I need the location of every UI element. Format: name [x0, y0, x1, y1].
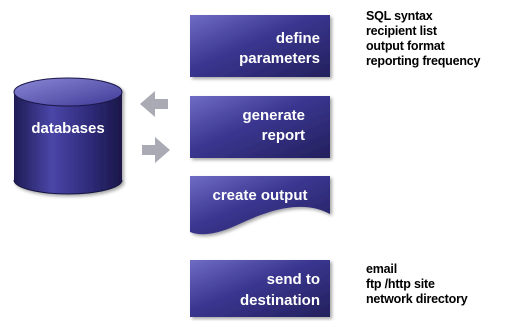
arrow-right-icon: [142, 137, 170, 163]
note-recipient-list: recipient list: [366, 24, 437, 38]
note-sql-syntax: SQL syntax: [366, 9, 433, 23]
step-send-to-destination-line1: send to: [267, 271, 320, 288]
note-email: email: [366, 262, 397, 276]
parameter-notes: SQL syntax recipient list output format …: [366, 9, 480, 69]
step-generate-report-line2: report: [262, 127, 305, 144]
note-output-format: output format: [366, 39, 445, 53]
database-label: databases: [31, 120, 104, 137]
step-define-parameters-line2: parameters: [239, 50, 320, 67]
step-create-output-label: create output: [212, 187, 307, 204]
step-generate-report-line1: generate: [242, 107, 305, 124]
step-create-output: [190, 176, 330, 235]
step-send-to-destination: [190, 260, 330, 317]
note-ftp-http-site: ftp /http site: [366, 277, 435, 291]
note-reporting-frequency: reporting frequency: [366, 54, 481, 68]
step-generate-report: [190, 96, 330, 158]
arrow-left-icon: [140, 91, 168, 117]
note-network-directory: network directory: [366, 292, 468, 306]
step-define-parameters-line1: define: [276, 30, 320, 47]
step-send-to-destination-line2: destination: [240, 292, 320, 309]
step-define-parameters: [190, 15, 330, 77]
destination-notes: email ftp /http site network directory: [366, 262, 468, 307]
database-cylinder: [13, 77, 123, 195]
